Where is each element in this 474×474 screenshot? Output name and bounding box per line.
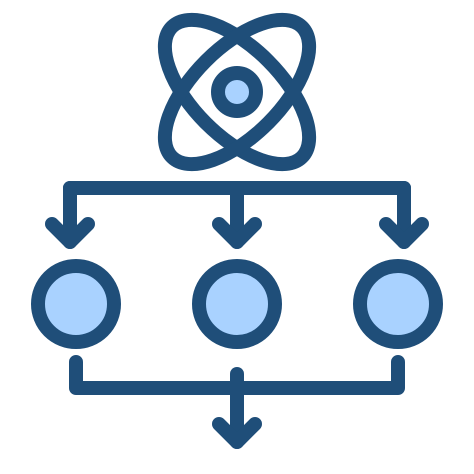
atom-orbit-2	[157, 12, 317, 172]
merge-lines	[69, 355, 405, 449]
node-right-icon	[353, 259, 443, 349]
nodes-row	[31, 259, 443, 349]
node-left-icon	[31, 259, 121, 349]
atom-orbit-1	[157, 12, 317, 172]
atom-nucleus	[211, 66, 263, 118]
arrow-down-left-icon	[45, 181, 95, 249]
output-arrow-head	[212, 417, 262, 449]
distribution-lines	[45, 181, 429, 249]
arrow-down-right-icon	[379, 181, 429, 249]
node-center-icon	[192, 259, 282, 349]
arrow-down-center-icon	[212, 217, 262, 249]
atom-icon	[157, 12, 317, 172]
